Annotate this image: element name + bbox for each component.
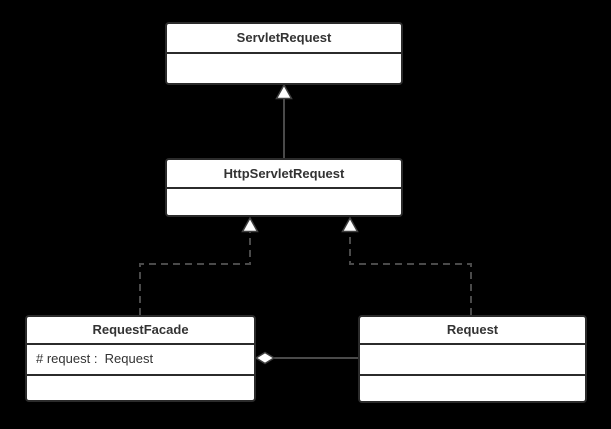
class-box-httpservletrequest: HttpServletRequest xyxy=(165,158,403,217)
generalization-connector-httpservletrequest-to-servletrequest xyxy=(275,83,293,158)
hollow-triangle-arrowhead-icon xyxy=(241,216,259,233)
realization-dashed-line xyxy=(139,231,251,315)
realization-dashed-line xyxy=(349,231,472,315)
attributes-compartment xyxy=(167,187,401,217)
class-box-requestfacade: RequestFacade # request : Request xyxy=(25,315,256,402)
hollow-triangle-arrowhead-icon xyxy=(341,216,359,233)
methods-compartment xyxy=(27,374,254,404)
hollow-diamond-icon xyxy=(254,351,276,365)
hollow-triangle-arrowhead-icon xyxy=(275,83,293,100)
realization-connector-request-to-httpservletrequest xyxy=(341,216,472,315)
class-box-servletrequest: ServletRequest xyxy=(165,22,403,85)
attributes-compartment xyxy=(360,343,585,374)
class-name: Request xyxy=(446,322,499,337)
class-name: HttpServletRequest xyxy=(223,166,345,181)
class-name: ServletRequest xyxy=(236,30,332,45)
methods-compartment xyxy=(360,374,585,405)
realization-connector-requestfacade-to-httpservletrequest xyxy=(139,216,259,315)
field-request: # request : Request xyxy=(36,351,154,366)
aggregation-connector-requestfacade-request xyxy=(254,351,358,365)
attributes-compartment xyxy=(167,52,401,85)
class-name: RequestFacade xyxy=(92,322,189,337)
class-box-request: Request xyxy=(358,315,587,403)
attributes-compartment: # request : Request xyxy=(27,343,254,374)
